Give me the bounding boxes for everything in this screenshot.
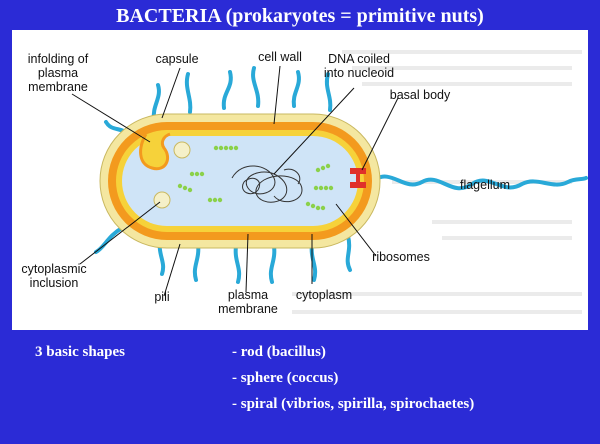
inclusion-1 bbox=[174, 142, 190, 158]
inclusion-2 bbox=[154, 192, 170, 208]
label-ribosomes: ribosomes bbox=[364, 250, 438, 264]
shape-spiral: - spiral (vibrios, spirilla, spirochaete… bbox=[232, 395, 474, 413]
label-basal-body: basal body bbox=[380, 88, 460, 102]
label-infolding-line1: infolding of bbox=[16, 52, 100, 66]
label-dna: DNA coiled into nucleoid bbox=[316, 52, 402, 80]
label-cyto-line2: inclusion bbox=[14, 276, 94, 290]
label-cell-wall: cell wall bbox=[248, 50, 312, 64]
label-infolding-line2: plasma bbox=[16, 66, 100, 80]
slide-title: BACTERIA (prokaryotes = primitive nuts) bbox=[12, 3, 588, 29]
label-plasma-line2: membrane bbox=[210, 302, 286, 316]
label-capsule: capsule bbox=[142, 52, 212, 66]
label-infolding: infolding of plasma membrane bbox=[16, 52, 100, 94]
label-cyto-line1: cytoplasmic bbox=[14, 262, 94, 276]
shape-rod: - rod (bacillus) bbox=[232, 343, 326, 361]
label-pili: pili bbox=[144, 290, 180, 304]
bacteria-diagram: infolding of plasma membrane capsule cel… bbox=[12, 30, 588, 330]
shape-sphere: - sphere (coccus) bbox=[232, 369, 338, 387]
label-flagellum: flagellum bbox=[450, 178, 520, 192]
label-cytoplasmic-inclusion: cytoplasmic inclusion bbox=[14, 262, 94, 290]
label-infolding-line3: membrane bbox=[16, 80, 100, 94]
label-plasma-line1: plasma bbox=[210, 288, 286, 302]
label-plasma-membrane: plasma membrane bbox=[210, 288, 286, 316]
label-dna-line2: into nucleoid bbox=[316, 66, 402, 80]
label-dna-line1: DNA coiled bbox=[316, 52, 402, 66]
label-cytoplasm: cytoplasm bbox=[286, 288, 362, 302]
shapes-heading: 3 basic shapes bbox=[35, 343, 125, 361]
